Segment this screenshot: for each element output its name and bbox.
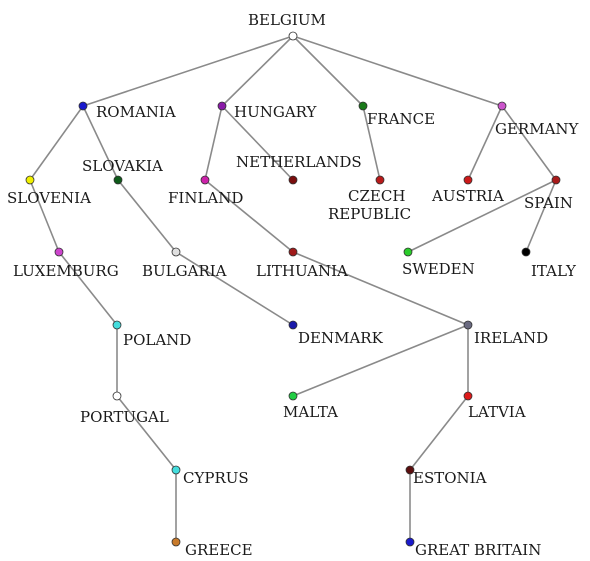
label-malta: MALTA: [283, 403, 338, 421]
node-france[interactable]: [358, 101, 368, 111]
label-italy: ITALY: [531, 262, 577, 280]
edge-romania-slovakia: [82, 105, 119, 181]
edge-layer: [29, 35, 557, 542]
edge-spain-sweden: [407, 179, 557, 253]
edge-france-czech: [362, 105, 381, 181]
node-luxemburg[interactable]: [54, 247, 64, 257]
label-hungary: HUNGARY: [234, 103, 317, 121]
edge-slovakia-bulgaria: [117, 179, 177, 253]
label-romania: ROMANIA: [96, 103, 176, 121]
node-portugal[interactable]: [112, 391, 122, 401]
edge-slovenia-luxemburg: [29, 179, 60, 253]
node-layer: [25, 31, 561, 547]
node-austria[interactable]: [463, 175, 473, 185]
edge-belgium-hungary: [221, 35, 294, 107]
edge-germany-austria: [467, 105, 503, 181]
node-greece[interactable]: [171, 537, 181, 547]
node-slovenia[interactable]: [25, 175, 35, 185]
label-luxemburg: LUXEMBURG: [13, 262, 119, 280]
label-cyprus: CYPRUS: [183, 469, 249, 487]
edge-hungary-finland: [204, 105, 223, 181]
edge-belgium-romania: [82, 35, 294, 107]
node-czech[interactable]: [375, 175, 385, 185]
node-finland[interactable]: [200, 175, 210, 185]
edge-romania-slovenia: [29, 105, 84, 181]
node-ireland[interactable]: [463, 320, 473, 330]
edge-germany-spain: [501, 105, 557, 181]
label-great-britain: GREAT BRITAIN: [415, 541, 541, 559]
node-lithuania[interactable]: [288, 247, 298, 257]
label-belgium: BELGIUM: [248, 11, 326, 29]
label-slovenia: SLOVENIA: [7, 189, 91, 207]
label-spain: SPAIN: [524, 194, 573, 212]
node-spain[interactable]: [551, 175, 561, 185]
label-netherlands: NETHERLANDS: [236, 153, 362, 171]
label-greece: GREECE: [185, 541, 253, 559]
label-slovakia: SLOVAKIA: [82, 157, 163, 175]
label-layer: BELGIUM ROMANIA HUNGARY FRANCE GERMANY SLOVEN…: [7, 11, 580, 559]
label-sweden: SWEDEN: [402, 260, 475, 278]
edge-finland-lithuania: [204, 179, 294, 253]
label-denmark: DENMARK: [298, 329, 384, 347]
edge-luxemburg-poland: [58, 251, 118, 326]
edge-belgium-france: [292, 35, 364, 107]
edge-belgium-germany: [292, 35, 503, 107]
label-portugal: PORTUGAL: [80, 408, 169, 426]
edge-ireland-malta: [292, 324, 469, 397]
node-malta[interactable]: [288, 391, 298, 401]
edge-hungary-netherlands: [221, 105, 294, 181]
label-bulgaria: BULGARIA: [142, 262, 227, 280]
edge-lithuania-ireland: [292, 251, 469, 326]
node-italy[interactable]: [521, 247, 531, 257]
label-france: FRANCE: [367, 110, 435, 128]
node-netherlands[interactable]: [288, 175, 298, 185]
label-germany: GERMANY: [495, 120, 580, 138]
node-cyprus[interactable]: [171, 465, 181, 475]
label-czech-line2: REPUBLIC: [328, 205, 411, 223]
edge-latvia-estonia: [409, 395, 469, 471]
node-romania[interactable]: [78, 101, 88, 111]
label-ireland: IRELAND: [474, 329, 548, 347]
edge-portugal-cyprus: [116, 395, 177, 471]
label-poland: POLAND: [123, 331, 191, 349]
node-bulgaria[interactable]: [171, 247, 181, 257]
node-poland[interactable]: [112, 320, 122, 330]
node-great-britain[interactable]: [405, 537, 415, 547]
label-austria: AUSTRIA: [431, 187, 504, 205]
label-estonia: ESTONIA: [413, 469, 487, 487]
node-slovakia[interactable]: [113, 175, 123, 185]
label-latvia: LATVIA: [468, 403, 526, 421]
node-hungary[interactable]: [217, 101, 227, 111]
node-belgium[interactable]: [288, 31, 298, 41]
label-czech: CZECH: [348, 187, 405, 205]
node-latvia[interactable]: [463, 391, 473, 401]
node-sweden[interactable]: [403, 247, 413, 257]
edge-bulgaria-denmark: [175, 251, 294, 326]
edge-spain-italy: [525, 179, 557, 253]
node-denmark[interactable]: [288, 320, 298, 330]
label-finland: FINLAND: [168, 189, 243, 207]
node-estonia[interactable]: [405, 465, 415, 475]
label-lithuania: LITHUANIA: [256, 262, 348, 280]
node-germany[interactable]: [497, 101, 507, 111]
